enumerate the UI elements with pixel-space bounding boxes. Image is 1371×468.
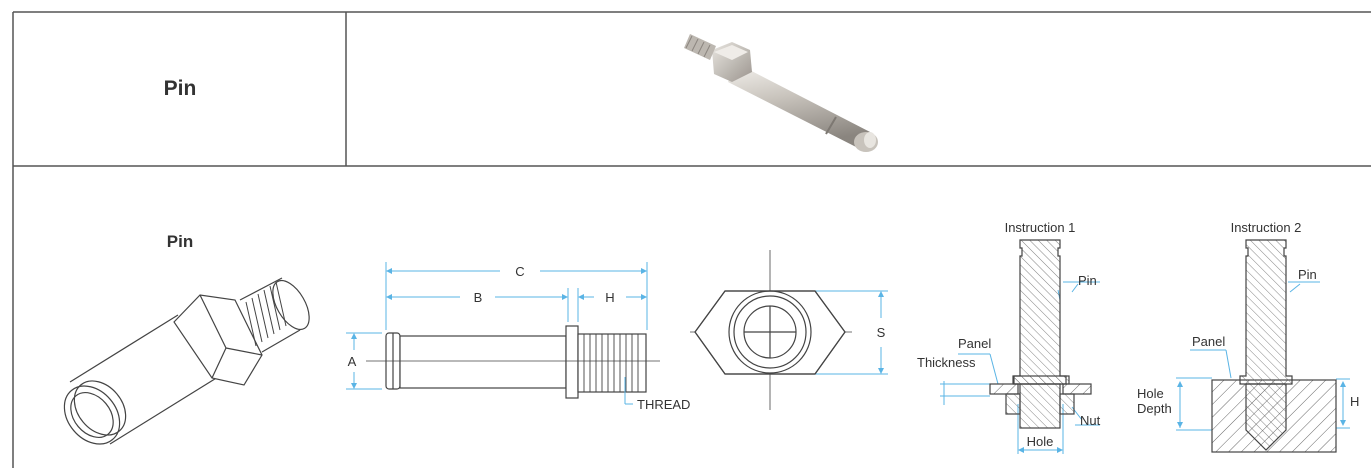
pin-side-view (366, 325, 660, 399)
thread-label: THREAD (637, 397, 690, 412)
instruction-1-hole-label: Hole (1027, 434, 1054, 449)
instruction-1-drawing (989, 239, 1092, 429)
pin-end-view (690, 250, 852, 410)
instruction-2-h-label: H (1350, 394, 1359, 409)
instruction-2-title: Instruction 2 (1231, 220, 1302, 235)
instruction-1-panel-label: Panel (958, 336, 991, 351)
instruction-2-pin-label: Pin (1298, 267, 1317, 282)
product-title: Pin (163, 77, 197, 100)
dim-c-label: C (515, 264, 524, 279)
instruction-2-panel-label: Panel (1192, 334, 1225, 349)
instruction-2-drawing (1211, 239, 1337, 453)
instruction-1-pin-label: Pin (1078, 273, 1097, 288)
product-title-cell: Pin (14, 12, 346, 166)
instruction-1-title: Instruction 1 (1005, 220, 1076, 235)
pin-photo (684, 34, 878, 152)
instruction-2-labels: Pin Panel Hole Depth H (1137, 267, 1359, 416)
instruction-1-thickness-label: Thickness (917, 355, 976, 370)
dim-b-label: B (474, 290, 483, 305)
iso-view-title: Pin (167, 232, 193, 251)
instruction-2-hole-label: Hole (1137, 386, 1164, 401)
pin-isometric-drawing (63, 277, 310, 445)
instruction-1-labels: Pin Panel Thickness Nut Hole (917, 273, 1101, 449)
instruction-2-depth-label: Depth (1137, 401, 1172, 416)
dim-s-label: S (877, 325, 886, 340)
instruction-1-nut-label: Nut (1080, 413, 1101, 428)
dimension-labels: C B H A S THREAD (348, 264, 886, 412)
dim-a-label: A (348, 354, 357, 369)
dim-h-label: H (605, 290, 614, 305)
